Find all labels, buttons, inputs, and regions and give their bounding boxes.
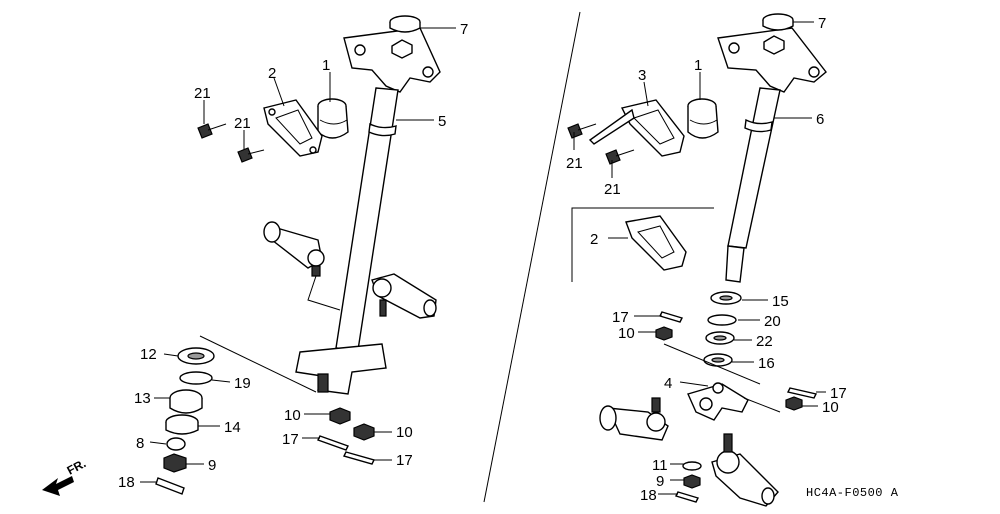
right-arm-4 [687,382,749,421]
label-left-10b: 10 [396,424,413,441]
right-inset-bracket [571,207,714,282]
label-left-12: 12 [140,346,157,363]
label-right-16: 16 [758,355,775,372]
divider-line [483,11,581,503]
label-right-7: 7 [818,15,826,32]
left-bearing-stack [155,347,215,495]
label-right-15: 15 [772,293,789,310]
label-left-13: 13 [134,390,151,407]
label-right-3: 3 [638,67,646,84]
right-leaders [573,21,826,495]
right-bearing-stack [703,291,742,367]
label-left-14: 14 [224,419,241,436]
label-left-5: 5 [438,113,446,130]
label-left-1: 1 [322,57,330,74]
label-right-17a: 17 [612,309,629,326]
left-assembly [42,15,456,496]
label-left-21b: 21 [234,115,251,132]
left-labels: 7 1 2 21 21 5 12 19 13 14 8 9 18 10 10 1… [65,21,469,491]
left-bolts-21 [197,123,265,163]
label-right-17b: 17 [830,385,847,402]
right-cap-7 [762,13,794,31]
label-right-6: 6 [816,111,824,128]
left-holder-2 [263,99,323,157]
label-left-21a: 21 [194,85,211,102]
label-left-18: 18 [118,474,135,491]
right-labels: 7 3 1 6 21 21 2 15 17 10 20 22 16 4 17 1… [566,15,847,504]
right-holder-2 [625,215,687,271]
right-bolts-21 [567,123,635,165]
left-nuts-pins [317,407,376,465]
label-left-7: 7 [460,21,468,38]
label-right-10b: 10 [822,399,839,416]
label-right-11: 11 [652,457,668,474]
label-left-8: 8 [136,435,144,452]
label-right-10a: 10 [618,325,635,342]
right-bushing-1 [687,98,719,139]
left-steering-shaft [295,27,441,395]
diagram-code: HC4A-F0500 A [806,486,899,500]
label-right-18: 18 [640,487,657,504]
label-right-4: 4 [664,375,672,392]
left-leaders [140,27,456,483]
label-right-2: 2 [590,231,598,248]
label-right-22: 22 [756,333,773,350]
right-assembly [567,13,827,507]
left-tie-rod-ends [263,221,437,319]
label-left-9: 9 [208,457,216,474]
label-left-19: 19 [234,375,251,392]
right-holder-3 [588,99,685,157]
left-cap-7 [389,15,421,33]
right-nuts-pins [655,311,818,503]
label-right-21a: 21 [566,155,583,172]
label-right-1: 1 [694,57,702,74]
label-left-17b: 17 [396,452,413,469]
label-left-2: 2 [268,65,276,82]
right-tie-rod-ends [599,397,779,507]
direction-label: FR. [65,456,89,477]
label-right-21b: 21 [604,181,621,198]
left-bushing-1 [317,98,349,139]
label-left-10a: 10 [284,407,301,424]
front-arrow-icon [42,476,74,496]
label-right-20: 20 [764,313,781,330]
label-right-9: 9 [656,473,664,490]
right-steering-shaft [717,27,827,283]
label-left-17a: 17 [282,431,299,448]
